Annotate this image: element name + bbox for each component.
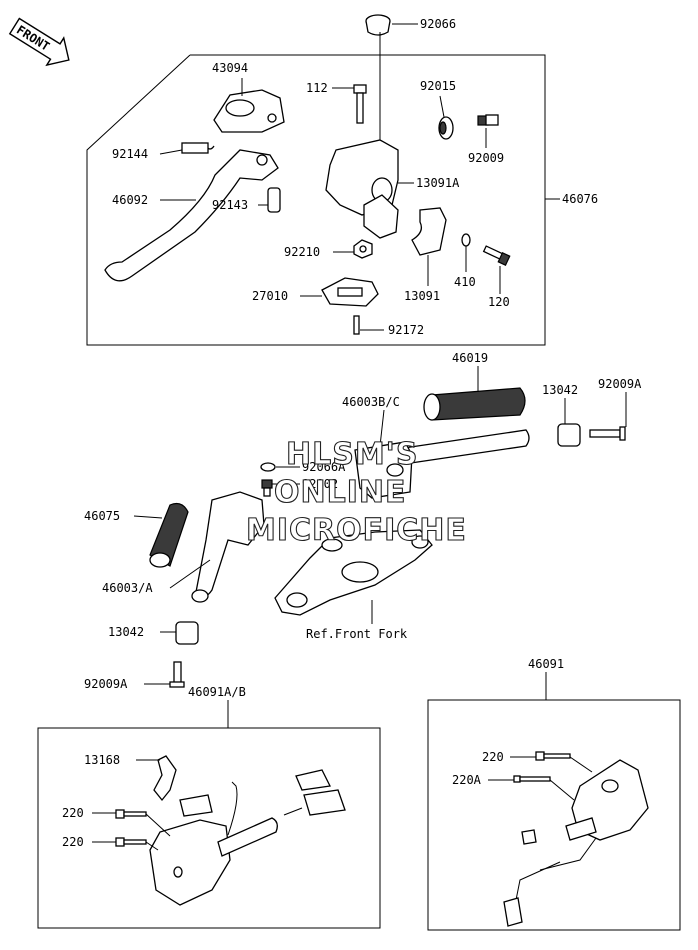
part-46003A-handlebar [191, 491, 265, 603]
part-46003BC-handlebar [354, 429, 530, 499]
part-46091AB-switch [149, 769, 346, 906]
part-46075-grip [149, 502, 189, 568]
leader-lines [92, 23, 627, 851]
label-92210: 92210 [284, 245, 320, 259]
label-13091: 13091 [404, 289, 440, 303]
upper-assembly-box [86, 54, 546, 346]
label-92143: 92143 [212, 198, 248, 212]
watermark: HLSM'S ONLINE MICROFICHE [245, 436, 467, 548]
part-92002-screw [261, 479, 273, 497]
part-13091-clamp [411, 207, 447, 256]
label-220A-right: 220A [452, 773, 482, 787]
part-120-bolt [482, 245, 511, 267]
label-410: 410 [454, 275, 476, 289]
part-46019-grip [423, 387, 526, 421]
label-92002: 92002 [302, 477, 338, 491]
label-43094: 43094 [212, 61, 248, 75]
label-220-right: 220 [482, 750, 504, 764]
label-92172: 92172 [388, 323, 424, 337]
part-13168-bracket [153, 755, 177, 802]
part-92143-bushing [267, 187, 281, 213]
label-ref-front-fork: Ref.Front Fork [306, 627, 408, 641]
part-220-screw-upper-left [115, 809, 147, 819]
label-46076: 46076 [562, 192, 598, 206]
right-switch-box [427, 699, 681, 931]
label-220-upper-left: 220 [62, 806, 84, 820]
part-220-screw-right [535, 751, 571, 761]
part-13042-weight-right [557, 423, 581, 447]
label-92009: 92009 [468, 151, 504, 165]
label-220-lower-left: 220 [62, 835, 84, 849]
part-220A-screw-right [513, 775, 551, 783]
part-92210-nut [353, 239, 373, 259]
part-220-screw-lower-left [115, 837, 147, 847]
label-92015: 92015 [420, 79, 456, 93]
label-92009A-right: 92009A [598, 377, 642, 391]
part-92172-screw [353, 315, 360, 335]
label-92009A-left: 92009A [84, 677, 128, 691]
part-labels: 92066 43094 112 92015 92144 92009 13091A… [62, 17, 642, 849]
part-46091-switch [503, 759, 649, 927]
part-27010-switch [321, 277, 379, 307]
part-92144-spring [181, 142, 215, 154]
watermark-line-2: ONLINE [274, 475, 407, 510]
part-92066A-washer [260, 462, 276, 472]
watermark-line-3: MICROFICHE [246, 513, 467, 548]
label-92066A: 92066A [302, 460, 346, 474]
label-46019: 46019 [452, 351, 488, 365]
part-43094-cover [213, 89, 285, 133]
part-92009A-screw-right [589, 426, 626, 441]
part-92066-cap [365, 14, 391, 36]
label-112: 112 [306, 81, 328, 95]
label-13042-left: 13042 [108, 625, 144, 639]
label-46091: 46091 [528, 657, 564, 671]
left-switch-box [37, 727, 381, 929]
label-13168: 13168 [84, 753, 120, 767]
part-92009-screw [477, 114, 499, 126]
label-13091A: 13091A [416, 176, 460, 190]
part-92015-part [438, 116, 454, 140]
part-410-washer [461, 233, 471, 247]
label-13042-right: 13042 [542, 383, 578, 397]
label-46091AB: 46091A/B [188, 685, 246, 699]
part-triple-clamp-ref [274, 529, 433, 616]
part-13042-weight-left [175, 621, 199, 645]
part-13091A-master-cylinder [325, 139, 399, 239]
part-92009A-screw-left [169, 661, 185, 688]
label-46092: 46092 [112, 193, 148, 207]
label-120: 120 [488, 295, 510, 309]
label-27010: 27010 [252, 289, 288, 303]
label-92144: 92144 [112, 147, 148, 161]
label-46003BC: 46003B/C [342, 395, 400, 409]
part-112-bolt [353, 84, 367, 124]
label-46003A: 46003/A [102, 581, 153, 595]
label-92066: 92066 [420, 17, 456, 31]
part-46092-lever [104, 149, 279, 282]
front-arrow-icon: FRONT [8, 17, 70, 67]
watermark-line-1: HLSM'S [286, 437, 418, 472]
label-46075: 46075 [84, 509, 120, 523]
